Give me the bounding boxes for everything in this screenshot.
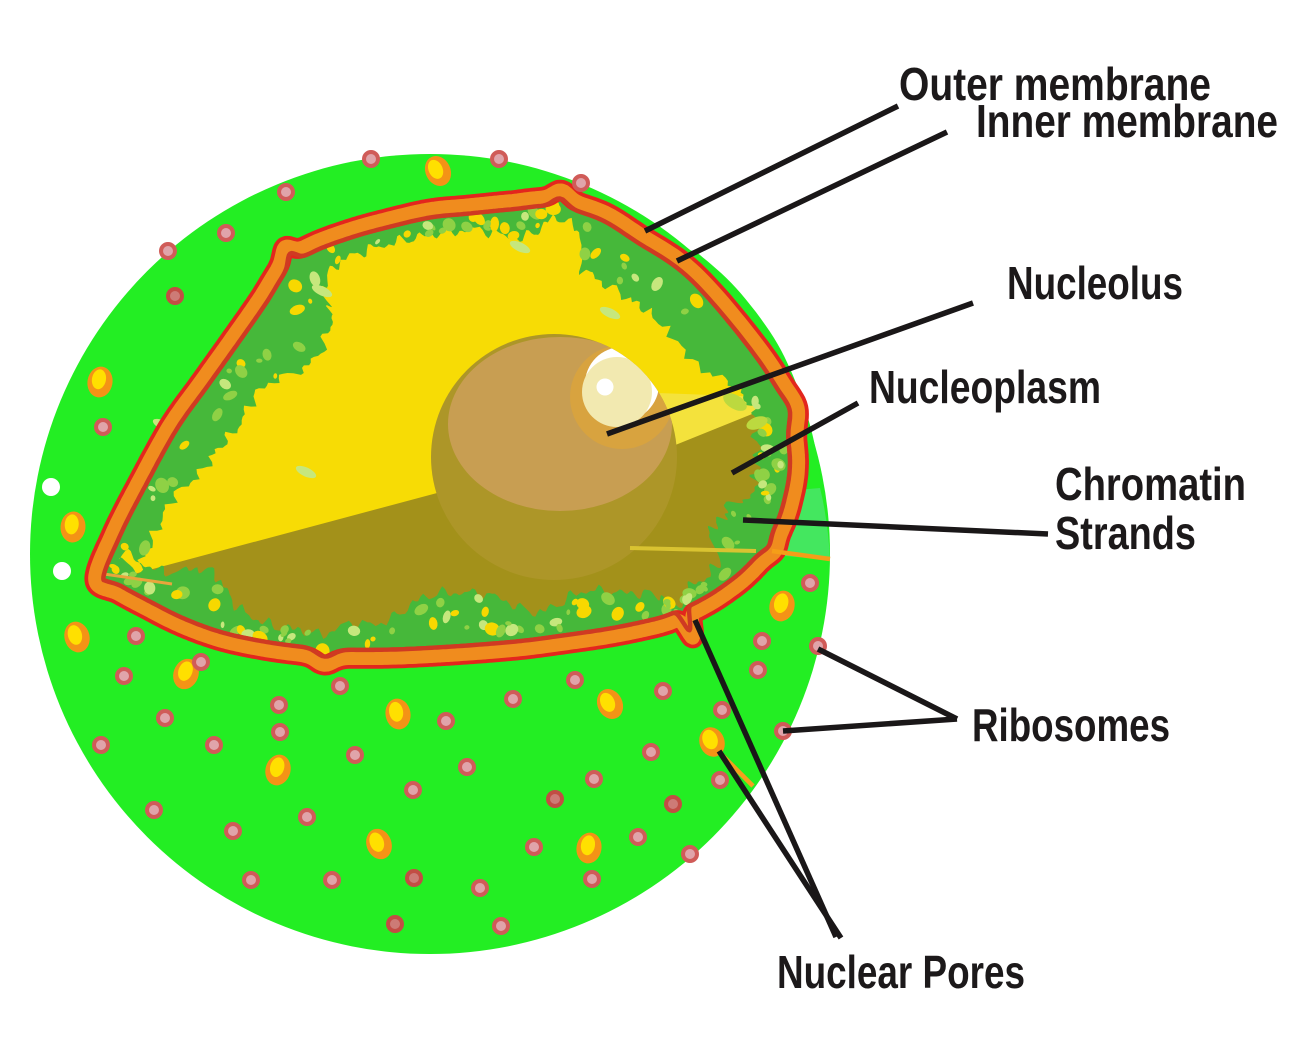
svg-text:Nucleolus: Nucleolus xyxy=(1007,257,1183,309)
svg-text:Chromatin: Chromatin xyxy=(1055,458,1246,510)
svg-text:Ribosomes: Ribosomes xyxy=(972,699,1170,751)
svg-text:Nucleoplasm: Nucleoplasm xyxy=(869,361,1101,413)
svg-text:Outer membrane: Outer membrane xyxy=(899,58,1211,110)
svg-text:Nuclear Pores: Nuclear Pores xyxy=(777,946,1025,998)
svg-text:Strands: Strands xyxy=(1055,507,1196,559)
svg-text:Inner membrane: Inner membrane xyxy=(976,95,1278,147)
